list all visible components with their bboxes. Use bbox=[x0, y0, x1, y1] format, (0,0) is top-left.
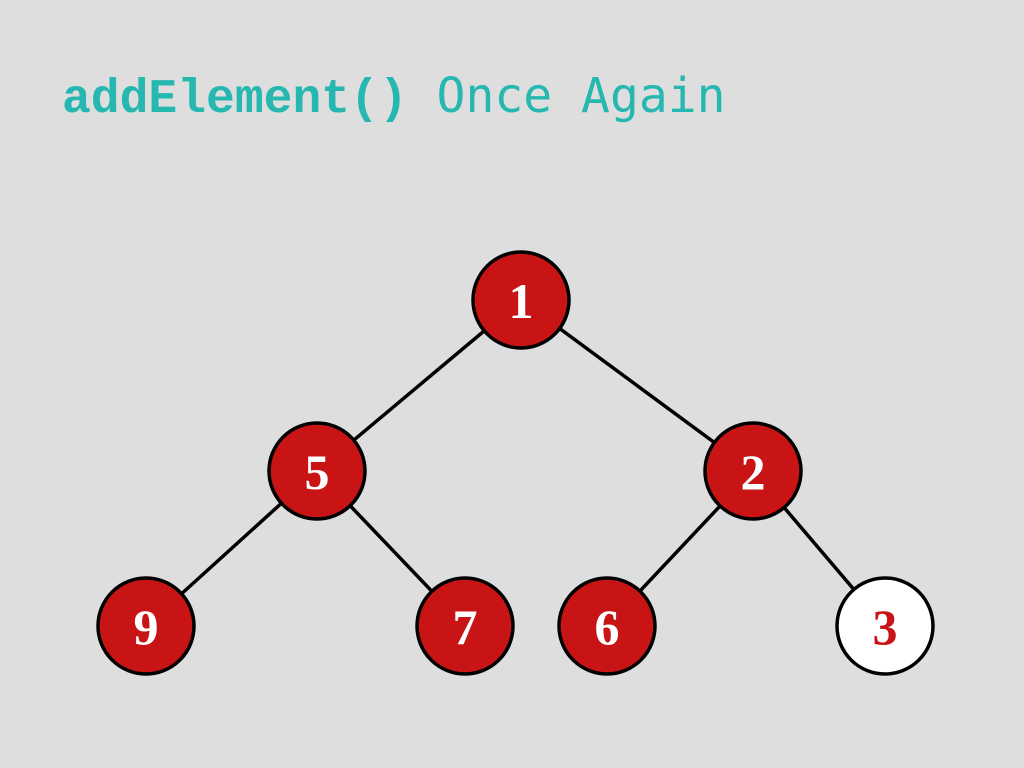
tree-node: 2 bbox=[703, 421, 803, 521]
tree-node-value: 9 bbox=[134, 599, 159, 655]
slide-title: addElement() Once Again bbox=[62, 66, 726, 130]
tree-node-value: 3 bbox=[873, 599, 898, 655]
tree-node-value: 5 bbox=[305, 444, 330, 500]
tree-node-value: 6 bbox=[595, 599, 620, 655]
tree-node-value: 1 bbox=[509, 273, 534, 329]
title-text: Once Again bbox=[407, 68, 726, 124]
tree-node-circle bbox=[415, 576, 515, 676]
tree-node: 5 bbox=[267, 421, 367, 521]
tree-node-circle bbox=[471, 250, 571, 350]
tree-node: 7 bbox=[415, 576, 515, 676]
tree-nodes: 1 5 2 9 7 6 3 bbox=[96, 250, 935, 676]
new-tree-node: 3 bbox=[835, 576, 935, 676]
tree-node-circle bbox=[557, 576, 657, 676]
tree-node: 1 bbox=[471, 250, 571, 350]
tree-node-value: 2 bbox=[741, 444, 766, 500]
tree-node-circle bbox=[96, 576, 196, 676]
tree-node-circle bbox=[835, 576, 935, 676]
tree-node-value: 7 bbox=[453, 599, 478, 655]
title-method: addElement() bbox=[62, 73, 408, 127]
tree-node: 9 bbox=[96, 576, 196, 676]
tree-node-circle bbox=[267, 421, 367, 521]
tree-node-circle bbox=[703, 421, 803, 521]
tree-node: 6 bbox=[557, 576, 657, 676]
